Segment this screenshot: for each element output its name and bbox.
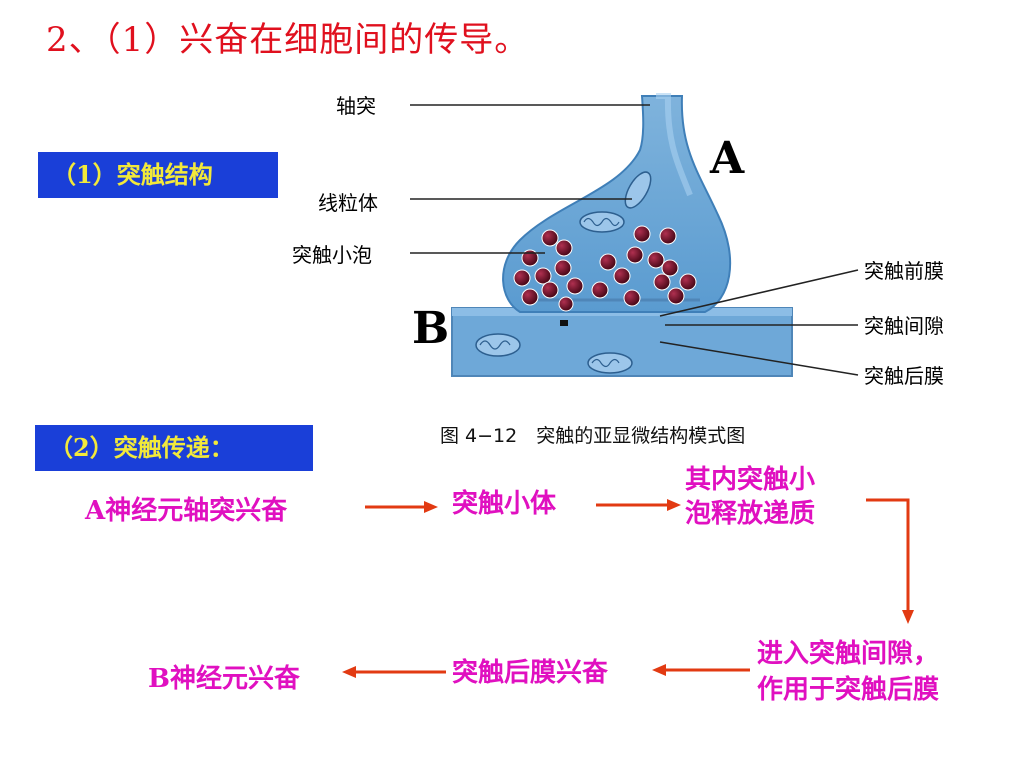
label-synaptic-cleft: 突触间隙 (864, 314, 944, 338)
flow-step-vesicle-release: 其内突触小 泡释放递质 (685, 465, 816, 529)
arrow-4 (652, 664, 750, 676)
presynaptic-terminal (502, 93, 732, 326)
flow-step-postsynaptic-excited: 突触后膜兴奋 (452, 658, 609, 688)
letter-a: A (709, 133, 745, 184)
flow-step-axon-excited: A神经元轴突兴奋 (85, 496, 288, 526)
arrow-5 (342, 666, 446, 678)
arrow-3 (866, 498, 914, 624)
flow-step-synaptic-knob: 突触小体 (452, 489, 557, 519)
figure-caption: 图 4−12 突触的亚显微结构模式图 (440, 425, 746, 447)
label-synaptic-vesicle: 突触小泡 (292, 243, 372, 267)
flow-step-neuron-b-excited: B神经元兴奋 (148, 664, 300, 694)
arrow-1 (365, 501, 438, 513)
flow-step-enter-cleft: 进入突触间隙， 作用于突触后膜 (757, 639, 940, 705)
section-label-synapse-structure: （1）突触结构 (38, 152, 278, 198)
label-presynaptic-membrane: 突触前膜 (864, 259, 944, 283)
letter-b: B (412, 303, 449, 354)
slide-title: 2、（1）兴奋在细胞间的传导。 (46, 20, 530, 60)
label-postsynaptic-membrane: 突触后膜 (864, 364, 944, 388)
section-label-synaptic-transmission: （2）突触传递： (35, 425, 313, 471)
mitochondrion-post-1 (475, 333, 521, 357)
label-mitochondrion: 线粒体 (318, 191, 378, 215)
synapse-diagram: 轴突 线粒体 突触小泡 突触前膜 突触间隙 突触后膜 A B (292, 93, 944, 388)
label-axon: 轴突 (336, 94, 376, 118)
synaptic-vesicles (513, 225, 697, 312)
arrow-2 (596, 499, 681, 511)
